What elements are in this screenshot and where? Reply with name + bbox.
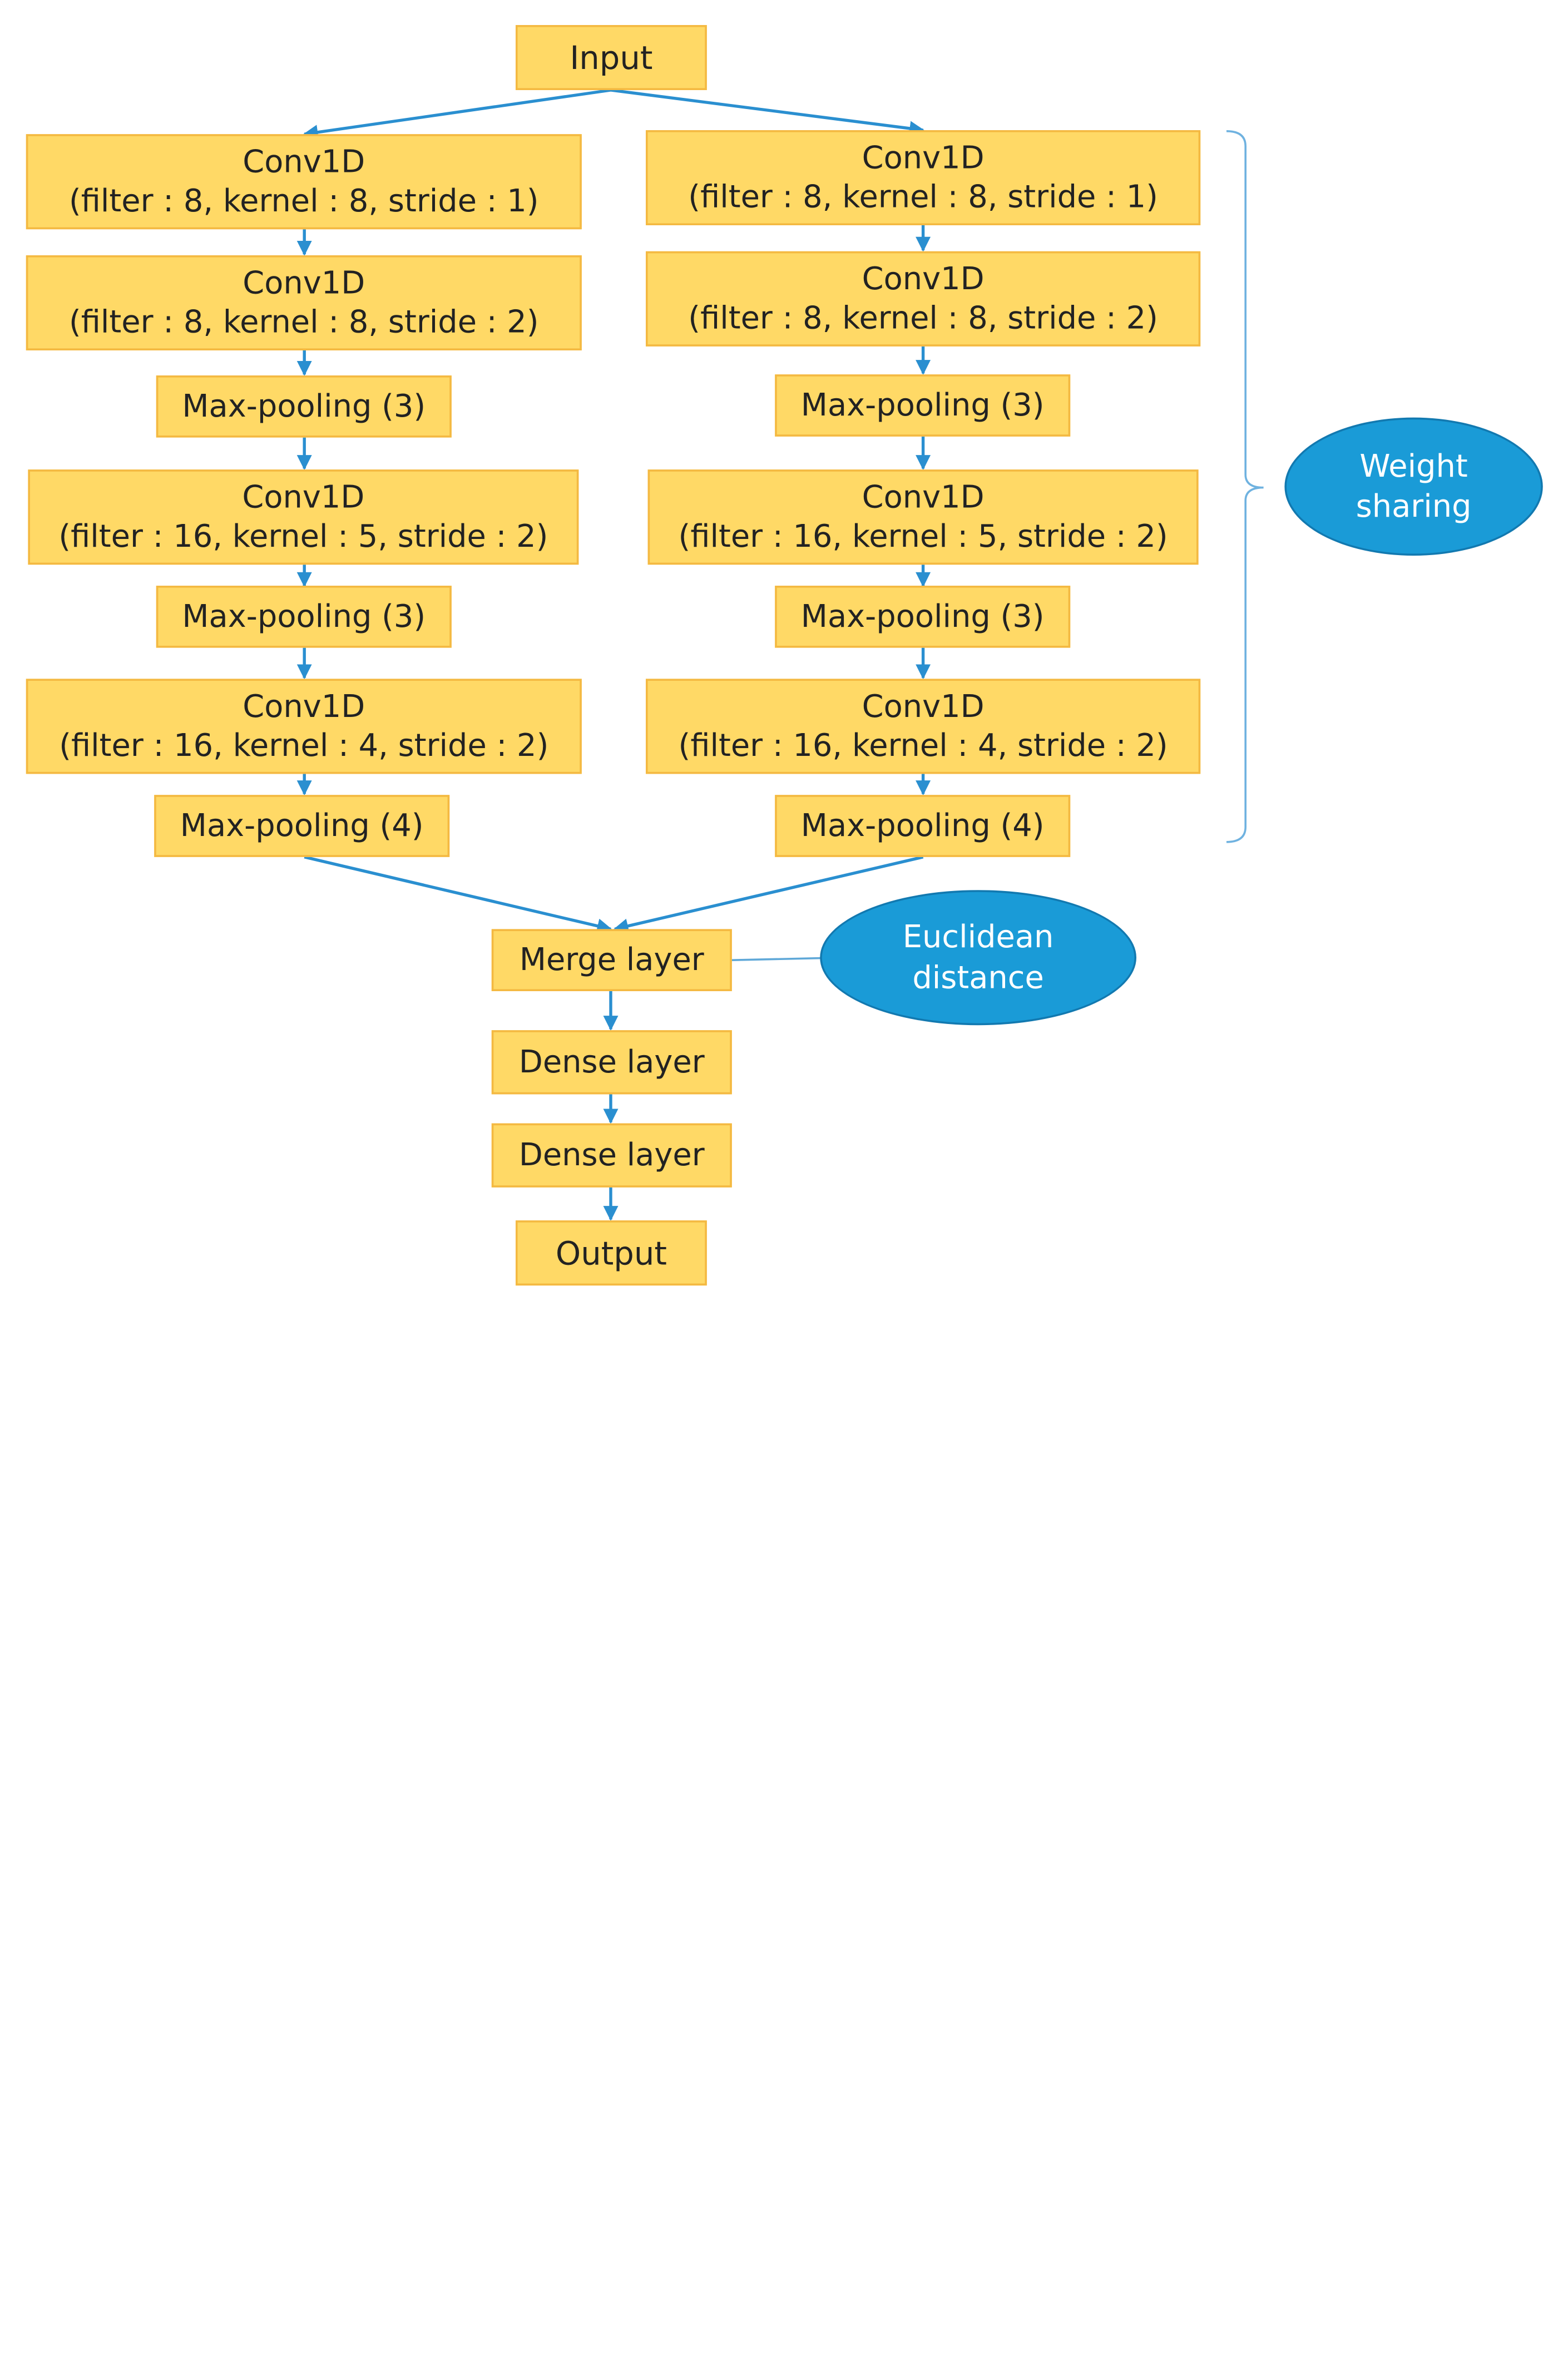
right-maxpool-2: Max-pooling (3) [775, 586, 1071, 648]
left-maxpool-2: Max-pooling (3) [156, 586, 452, 648]
right-conv1d-1: Conv1D (filter : 8, kernel : 8, stride :… [646, 130, 1201, 225]
left-maxpool-1: Max-pooling (3) [156, 375, 452, 438]
arrow-right-to-merge [613, 855, 924, 934]
euclidean-line2: distance [912, 959, 1044, 996]
left-conv1d-1: Conv1D (filter : 8, kernel : 8, stride :… [26, 134, 582, 230]
left-conv1d-3: Conv1D (filter : 16, kernel : 5, stride … [28, 469, 579, 565]
euclidean-distance-ellipse: Euclidean distance [820, 890, 1136, 1026]
right-conv1d-2: Conv1D (filter : 8, kernel : 8, stride :… [646, 251, 1201, 347]
dense-layer-1: Dense layer [491, 1030, 732, 1095]
weight-sharing-ellipse: Weight sharing [1284, 417, 1543, 556]
pool-label: Max-pooling (4) [180, 807, 424, 844]
merge-layer: Merge layer [491, 929, 732, 991]
left-conv1d-2: Conv1D (filter : 8, kernel : 8, stride :… [26, 255, 582, 350]
conv-params: (filter : 8, kernel : 8, stride : 2) [69, 304, 539, 340]
output-node: Output [516, 1220, 707, 1286]
conv-params: (filter : 8, kernel : 8, stride : 1) [688, 179, 1158, 215]
merge-label: Merge layer [519, 942, 704, 978]
conv-params: (filter : 16, kernel : 4, stride : 2) [59, 727, 549, 764]
left-maxpool-3: Max-pooling (4) [154, 795, 450, 857]
pool-label: Max-pooling (3) [800, 387, 1045, 423]
conv-title: Conv1D [243, 265, 365, 301]
arrow-input-to-left [303, 88, 611, 140]
weight-sharing-brace [1226, 130, 1264, 843]
pool-label: Max-pooling (4) [800, 807, 1045, 844]
pool-label: Max-pooling (3) [182, 598, 426, 635]
conv-title: Conv1D [862, 688, 985, 725]
conv-title: Conv1D [243, 688, 365, 725]
conv-title: Conv1D [862, 140, 985, 176]
arrow-left-to-merge [304, 855, 612, 933]
conv-params: (filter : 8, kernel : 8, stride : 2) [688, 300, 1158, 336]
dense-label: Dense layer [518, 1137, 705, 1173]
dense-label: Dense layer [518, 1043, 705, 1080]
pool-label: Max-pooling (3) [800, 598, 1045, 635]
euclidean-connector [731, 957, 822, 961]
right-maxpool-3: Max-pooling (4) [775, 795, 1071, 857]
conv-title: Conv1D [862, 479, 985, 516]
input-node: Input [516, 25, 707, 90]
right-maxpool-1: Max-pooling (3) [775, 374, 1071, 437]
conv-title: Conv1D [243, 144, 365, 180]
input-label: Input [570, 38, 653, 77]
conv-title: Conv1D [242, 479, 365, 516]
conv-params: (filter : 16, kernel : 5, stride : 2) [678, 518, 1168, 555]
output-label: Output [555, 1234, 667, 1272]
weight-sharing-line2: sharing [1356, 488, 1472, 525]
dense-layer-2: Dense layer [491, 1123, 732, 1188]
conv-params: (filter : 16, kernel : 5, stride : 2) [58, 518, 548, 555]
euclidean-line1: Euclidean [902, 919, 1054, 956]
left-conv1d-4: Conv1D (filter : 16, kernel : 4, stride … [26, 679, 582, 774]
conv-params: (filter : 8, kernel : 8, stride : 1) [69, 182, 539, 219]
conv-title: Conv1D [862, 261, 985, 298]
right-conv1d-4: Conv1D (filter : 16, kernel : 4, stride … [646, 679, 1201, 774]
weight-sharing-line1: Weight [1359, 448, 1468, 484]
pool-label: Max-pooling (3) [182, 388, 426, 424]
connector-layer [296, 88, 1264, 1221]
arrow-input-to-right [610, 88, 925, 136]
conv-params: (filter : 16, kernel : 4, stride : 2) [678, 727, 1168, 764]
right-conv1d-3: Conv1D (filter : 16, kernel : 5, stride … [647, 469, 1199, 565]
